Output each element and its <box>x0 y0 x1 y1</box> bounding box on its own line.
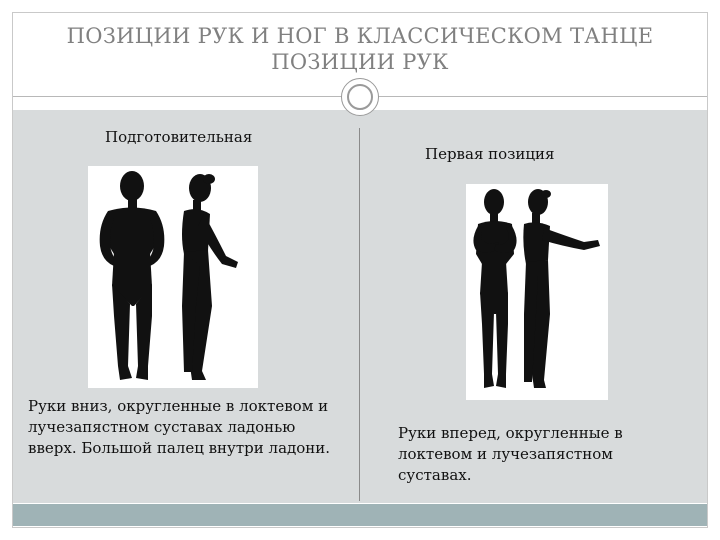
circle-ornament-icon <box>341 78 379 116</box>
right-description: Руки вперед, округленные в локтевом и лу… <box>398 424 623 484</box>
left-heading: Подготовительная <box>105 128 253 146</box>
title-line-2: ПОЗИЦИИ РУК <box>271 50 449 74</box>
footer-bar <box>13 504 707 526</box>
right-heading: Первая позиция <box>425 145 555 163</box>
slide-title: ПОЗИЦИИ РУК И НОГ В КЛАССИЧЕСКОМ ТАНЦЕ П… <box>13 13 707 95</box>
first-position-illustration <box>466 184 608 400</box>
preparatory-position-illustration <box>88 166 258 388</box>
title-line-1: ПОЗИЦИИ РУК И НОГ В КЛАССИЧЕСКОМ ТАНЦЕ <box>66 24 654 48</box>
column-divider <box>359 128 360 501</box>
left-description: Руки вниз, округленные в локтевом и луче… <box>28 397 331 457</box>
